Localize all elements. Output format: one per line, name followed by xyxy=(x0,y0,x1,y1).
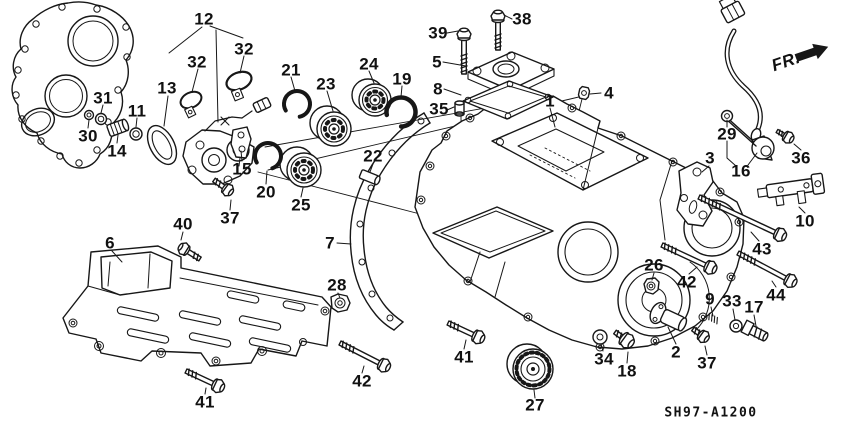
part-label-29: 29 xyxy=(717,124,737,144)
part-label-32: 32 xyxy=(187,52,207,72)
part-label-25: 25 xyxy=(291,195,311,215)
bracket-3 xyxy=(676,161,714,227)
part-label-24: 24 xyxy=(359,54,379,74)
part-label-41: 41 xyxy=(195,392,215,412)
bolt-38 xyxy=(490,9,506,51)
part-label-16: 16 xyxy=(731,161,751,181)
seal-13 xyxy=(146,124,178,166)
part-label-27: 27 xyxy=(525,395,545,415)
leader-lines xyxy=(87,14,806,399)
part-label-44: 44 xyxy=(766,285,786,305)
part-label-17: 17 xyxy=(744,297,764,317)
breather-plug-4 xyxy=(577,85,591,101)
part-label-6: 6 xyxy=(105,233,115,253)
part-label-7: 7 xyxy=(325,233,335,253)
snap-ring-20 xyxy=(252,141,283,171)
sensor-2 xyxy=(649,301,688,332)
part-label-35: 35 xyxy=(429,99,449,119)
part-label-5: 5 xyxy=(432,52,442,72)
plug-35 xyxy=(454,100,465,117)
part-label-32: 32 xyxy=(234,39,254,59)
part-label-42: 42 xyxy=(677,272,697,292)
washer-34 xyxy=(592,329,608,345)
part-label-12: 12 xyxy=(194,9,214,29)
part-label-18: 18 xyxy=(617,361,637,381)
diagram-code: SH97-A1200 xyxy=(664,405,758,421)
bolt-39 xyxy=(456,27,472,75)
snap-ring-19 xyxy=(384,95,418,129)
bolt-44 xyxy=(736,250,798,289)
part-label-42: 42 xyxy=(352,371,372,391)
part-label-3: 3 xyxy=(705,148,715,168)
bearing-25 xyxy=(279,146,322,188)
part-label-2: 2 xyxy=(671,342,681,362)
part-label-1: 1 xyxy=(545,91,555,111)
part-label-37: 37 xyxy=(697,353,717,373)
bolt-37-lower xyxy=(691,326,711,344)
part-label-30: 30 xyxy=(78,126,98,146)
part-label-28: 28 xyxy=(327,275,347,295)
snap-ring-21 xyxy=(281,89,312,119)
bolt-42-left xyxy=(338,340,392,373)
bearing-23 xyxy=(309,105,352,147)
spring-9 xyxy=(708,312,718,325)
transmission-housing xyxy=(414,92,745,352)
part-label-41: 41 xyxy=(454,347,474,367)
part-label-10: 10 xyxy=(795,211,815,231)
part-label-23: 23 xyxy=(316,74,336,94)
part-label-40: 40 xyxy=(173,214,193,234)
part-label-31: 31 xyxy=(93,88,113,108)
housing-gasket xyxy=(349,112,431,331)
gear-27 xyxy=(506,343,554,390)
clamp-32-right xyxy=(225,70,253,102)
bolt-42-right xyxy=(660,242,718,275)
washer-33 xyxy=(729,319,743,333)
part-label-21: 21 xyxy=(281,60,301,80)
sensor-cable-assembly xyxy=(718,0,795,161)
joint-14 xyxy=(106,118,130,137)
bolt-43 xyxy=(697,194,788,243)
bracket-15 xyxy=(230,126,252,167)
part-label-26: 26 xyxy=(644,255,664,275)
part-label-4: 4 xyxy=(604,83,614,103)
cover-gasket-8 xyxy=(462,80,554,120)
part-label-38: 38 xyxy=(512,9,532,29)
roller-pin-22 xyxy=(358,169,381,186)
bolt-36 xyxy=(775,128,795,144)
bolt-41-mid xyxy=(446,320,486,345)
part-label-9: 9 xyxy=(705,289,715,309)
part-label-14: 14 xyxy=(107,141,127,161)
part-label-15: 15 xyxy=(232,159,252,179)
solenoid-assembly xyxy=(146,70,272,185)
timing-cover-gasket xyxy=(11,1,134,169)
clamp-32-left xyxy=(179,90,203,119)
bolt-18 xyxy=(613,329,636,349)
part-label-13: 13 xyxy=(157,78,177,98)
nut-28 xyxy=(330,293,351,313)
part-label-34: 34 xyxy=(594,349,614,369)
part-label-19: 19 xyxy=(392,69,412,89)
part-label-37: 37 xyxy=(220,208,240,228)
part-label-36: 36 xyxy=(791,148,811,168)
part-label-20: 20 xyxy=(256,182,276,202)
bracket-10 xyxy=(756,172,826,207)
small-parts-left xyxy=(83,109,143,141)
part-label-33: 33 xyxy=(722,291,742,311)
part-label-8: 8 xyxy=(433,79,443,99)
skid-plate xyxy=(62,245,332,367)
part-label-22: 22 xyxy=(363,146,383,166)
part-label-43: 43 xyxy=(752,239,772,259)
nut-26 xyxy=(643,277,660,295)
part-label-39: 39 xyxy=(428,23,448,43)
bolt-41-bottom-left xyxy=(184,368,226,394)
bolt-37-upper xyxy=(212,177,235,197)
fr-arrow xyxy=(794,43,829,62)
bolt-40 xyxy=(177,242,202,262)
plug-17 xyxy=(740,319,769,342)
part-label-11: 11 xyxy=(127,101,147,121)
